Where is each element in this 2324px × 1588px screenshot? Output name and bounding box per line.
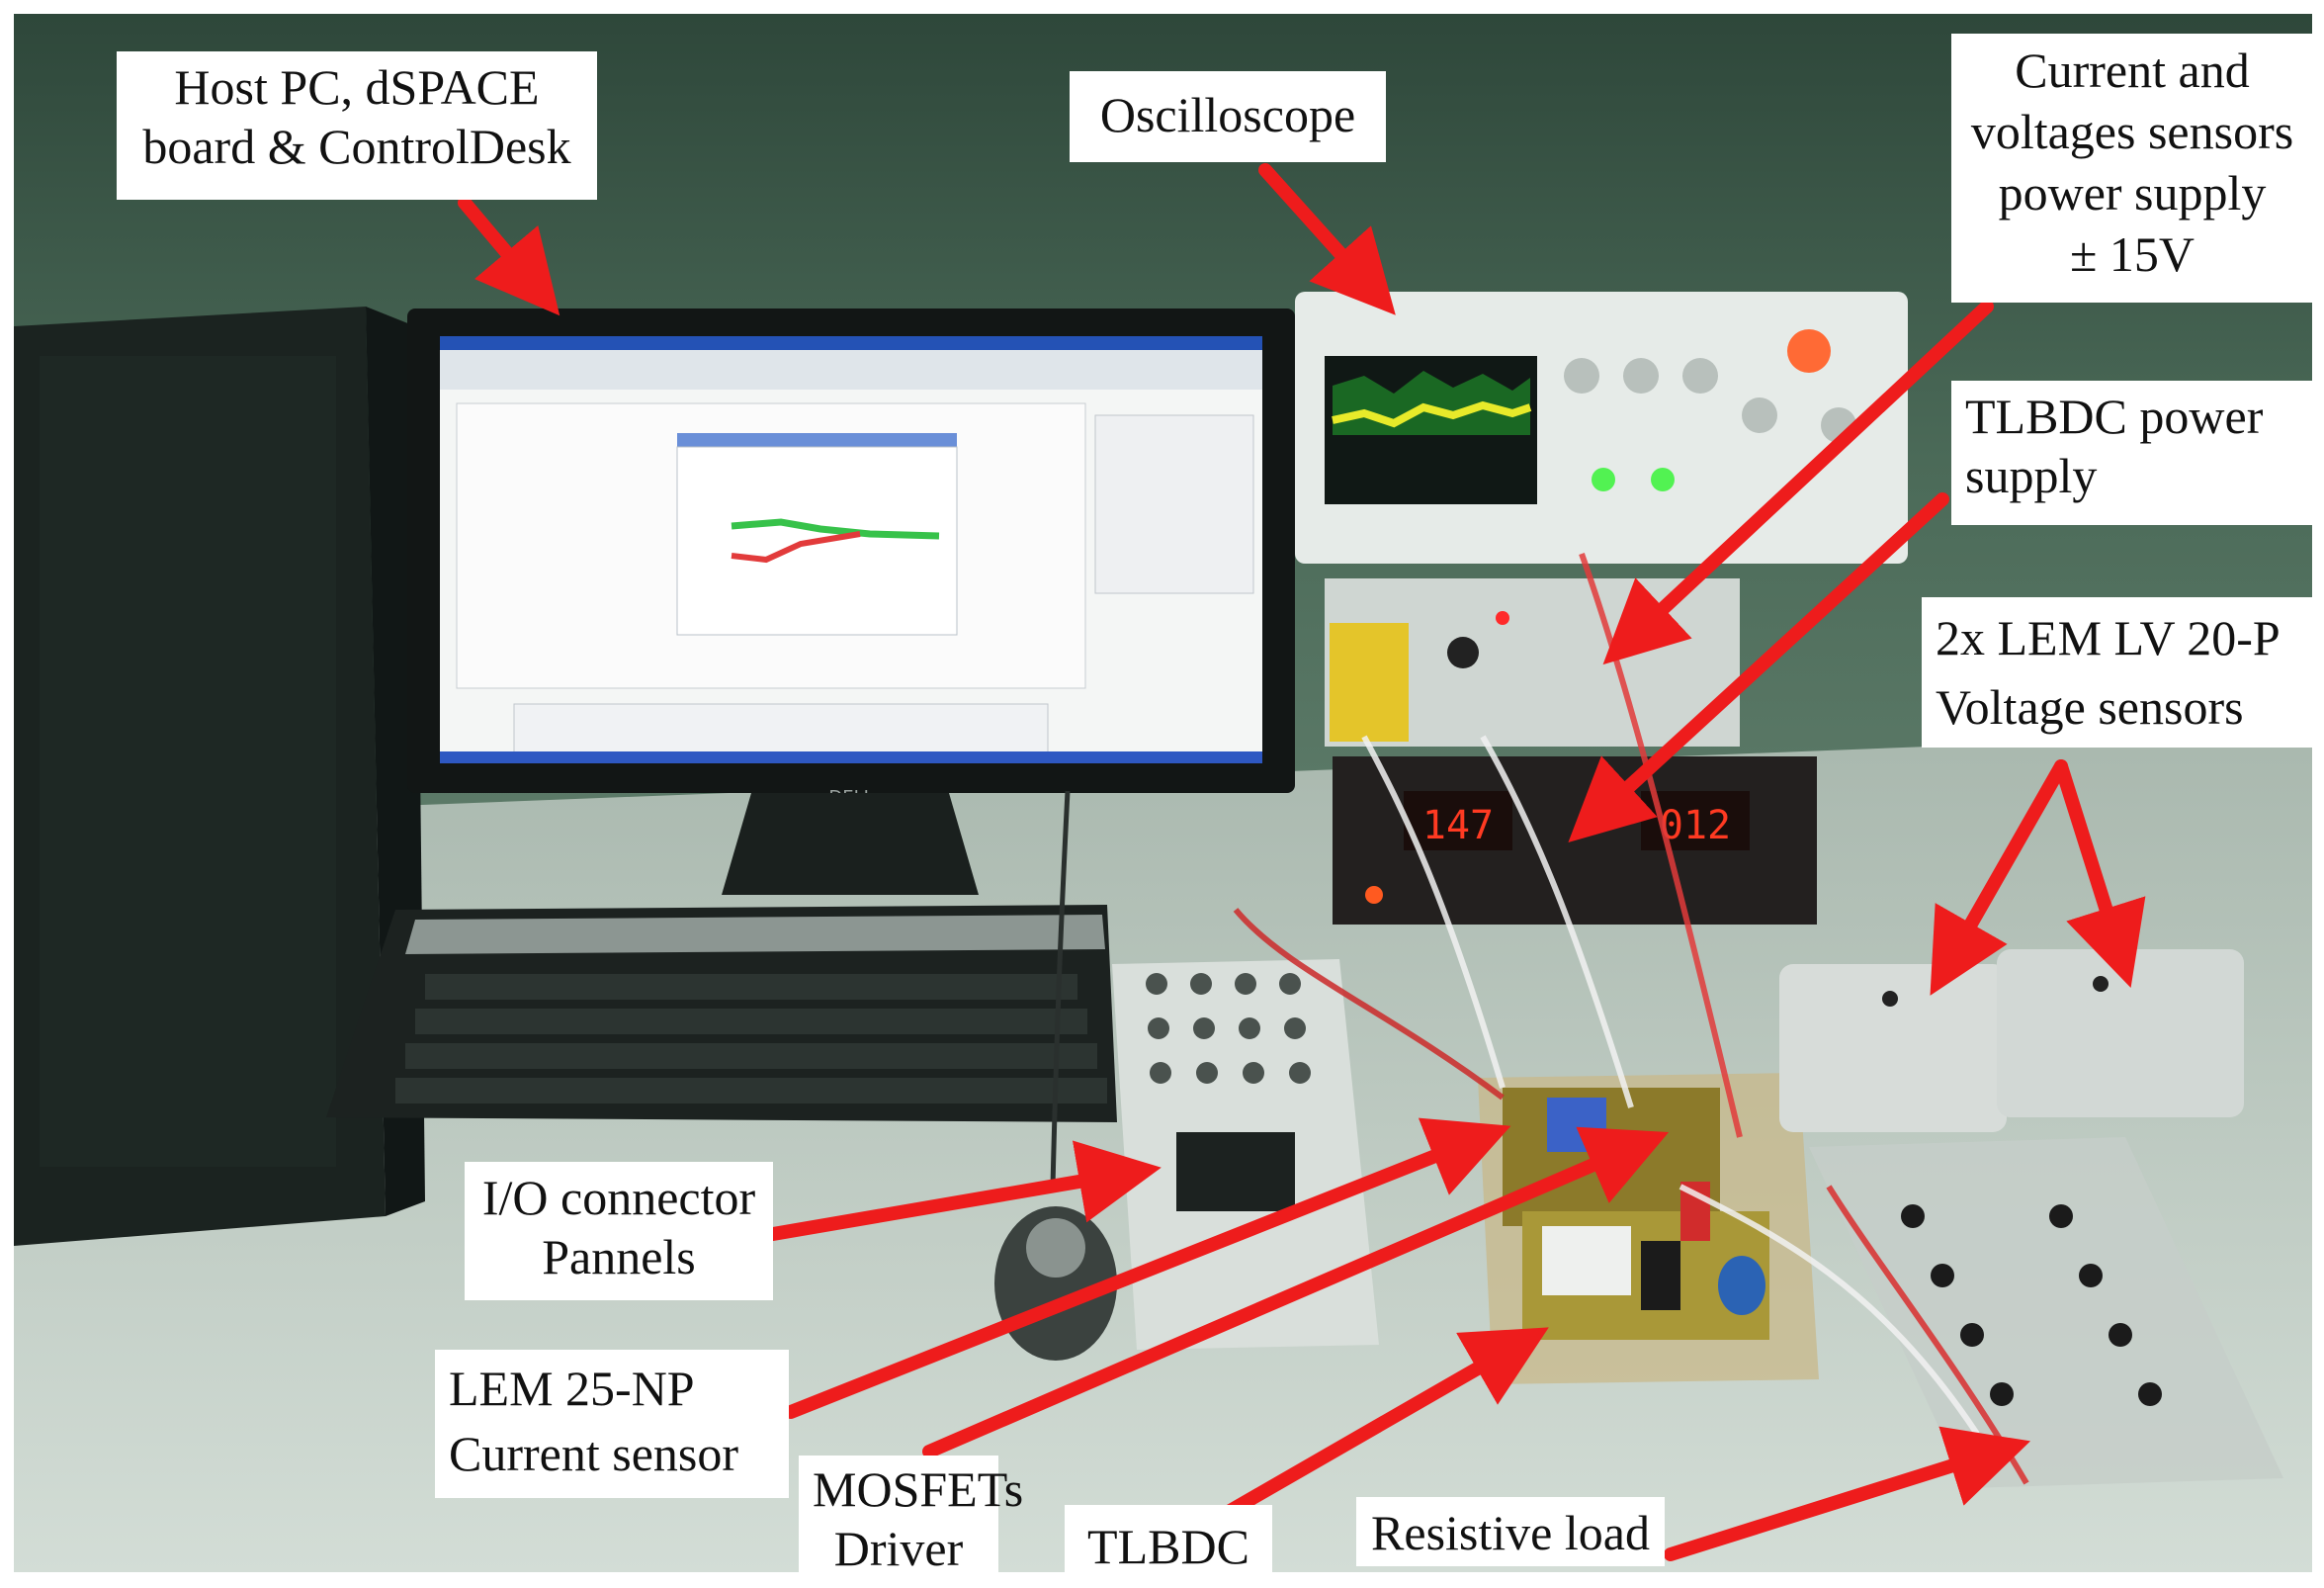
arrow-io-connector <box>766 1140 1162 1241</box>
label-mosfet-driver: MOSFETs Driver <box>799 1456 1023 1588</box>
resistive-load <box>1809 1137 2283 1488</box>
arrow-host-pc <box>458 196 560 316</box>
label-host-pc: Host PC, dSPACE board & ControlDesk <box>117 51 597 200</box>
oscilloscope <box>1295 292 1908 564</box>
label-tlbdc-supply: TLBDC power supply <box>1951 381 2313 525</box>
label-oscilloscope: Oscilloscope <box>1070 71 1386 162</box>
keyboard <box>326 905 1117 1122</box>
meter-left-display: 147 <box>1422 803 1494 848</box>
voltage-sensor-boxes <box>1779 949 2244 1132</box>
label-io-connector: I/O connector Pannels <box>465 1162 773 1300</box>
label-current-sensor: LEM 25-NP Current sensor <box>435 1350 789 1498</box>
arrow-tlbdc <box>1194 1327 1549 1535</box>
tlbdc-power-supply: 147 012 <box>1333 756 1817 925</box>
label-sensor-supply: Current and voltages sensors power suppl… <box>1951 34 2313 303</box>
label-voltage-sensors: 2x LEM LV 20-P Voltage sensors <box>1922 597 2313 748</box>
annotation-arrows <box>458 163 2146 1561</box>
monitor: DELL <box>407 309 1295 895</box>
arrow-sensor-supply <box>1602 300 1994 665</box>
io-connector-panel <box>1112 959 1379 1350</box>
arrow-voltage-sensor-1 <box>1930 759 2068 996</box>
arrow-oscilloscope <box>1258 163 1396 315</box>
arrow-voltage-sensor-2 <box>2054 759 2146 989</box>
arrow-resistive-load <box>1664 1426 2031 1561</box>
label-resistive-load: Resistive load <box>1356 1497 1665 1566</box>
meter-right-display: 012 <box>1660 803 1731 848</box>
arrow-current-sensor <box>784 1117 1511 1419</box>
arrow-mosfet-driver <box>922 1126 1670 1458</box>
arrow-tlbdc-supply <box>1568 492 1949 843</box>
label-tlbdc: TLBDC <box>1065 1505 1272 1588</box>
